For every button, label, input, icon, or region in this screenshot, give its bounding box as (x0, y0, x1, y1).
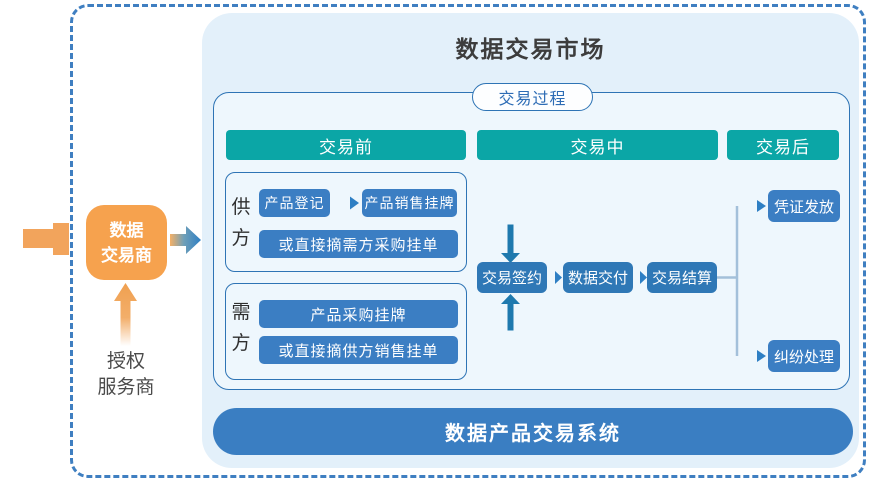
flow-box-delivery: 数据交付 (563, 262, 633, 293)
supplier-to-signing-arrow (467, 221, 520, 263)
provider-line2: 服务商 (97, 377, 155, 398)
entry-step-shape (23, 223, 69, 255)
trader-line1: 数据 (109, 220, 144, 240)
outcome-certificate-issuance: 凭证发放 (768, 190, 840, 222)
outcome-dispute-resolution: 纠纷处理 (768, 340, 840, 372)
phase-before-trading: 交易前 (226, 130, 466, 160)
demander-group (225, 283, 467, 380)
chip-product-registration: 产品登记 (259, 189, 330, 217)
registration-to-listing-arrow (334, 196, 359, 210)
demander-label: 需 方 (230, 297, 252, 359)
trader-box: 数据 交易商 (86, 205, 167, 280)
signing-to-delivery-arrow (549, 271, 562, 284)
chip-supplier-direct-take: 或直接摘需方采购挂单 (259, 230, 458, 258)
dashed-frame (70, 4, 866, 478)
demander-label-line2: 方 (231, 333, 251, 354)
supplier-label: 供 方 (230, 192, 252, 254)
page-title: 数据交易市场 (455, 36, 606, 62)
process-pill: 交易过程 (472, 83, 593, 111)
flow-box-signing: 交易签约 (477, 262, 547, 293)
flow-box-settlement: 交易结算 (647, 262, 717, 293)
chip-demander-direct-take: 或直接摘供方销售挂单 (259, 336, 458, 364)
trader-line2: 交易商 (101, 245, 152, 265)
delivery-to-settlement-arrow (634, 271, 647, 284)
phase-after-trading: 交易后 (727, 130, 839, 160)
authorized-provider-label: 授权 服务商 (86, 349, 166, 401)
branch-to-dispute-arrow (736, 350, 766, 362)
system-bar: 数据产品交易系统 (213, 408, 853, 455)
branch-to-certificate-arrow (736, 200, 766, 212)
supplier-label-line2: 方 (231, 228, 251, 249)
supplier-group (225, 172, 467, 272)
supplier-label-line1: 供 (231, 197, 251, 218)
settlement-branch-line (717, 206, 739, 356)
entry-arrow-icon (170, 226, 201, 254)
provider-line1: 授权 (106, 351, 145, 372)
demander-to-signing-arrow (467, 294, 520, 334)
phase-during-trading: 交易中 (477, 130, 718, 160)
authorize-up-arrow-icon (114, 283, 137, 346)
chip-product-purchase-listing: 产品采购挂牌 (259, 300, 458, 328)
chip-product-sale-listing: 产品销售挂牌 (362, 189, 457, 217)
demander-label-line1: 需 (231, 302, 251, 323)
